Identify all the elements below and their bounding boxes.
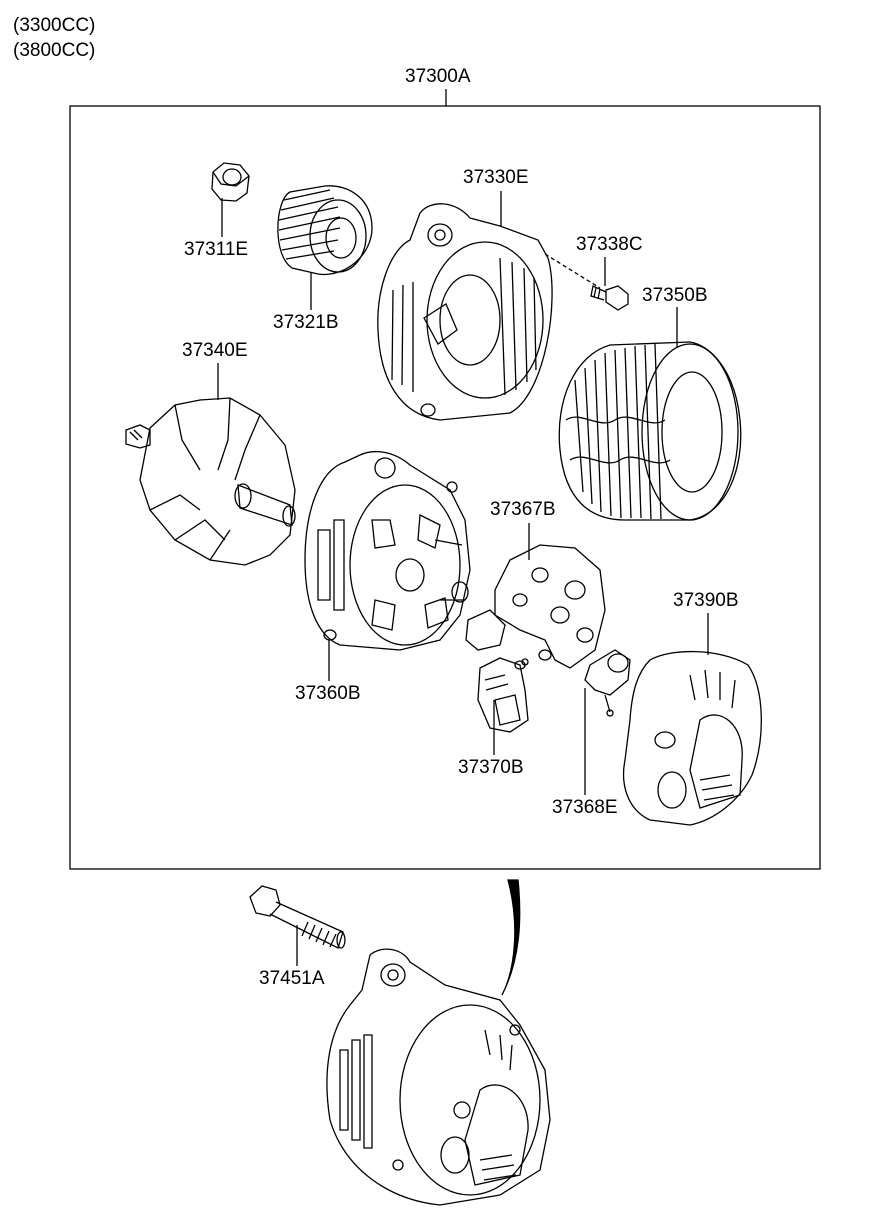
small-bolt-icon [590,285,629,311]
label-nut[interactable]: 37311E [184,239,249,260]
rotor-icon [125,397,296,566]
pulley-icon [277,185,373,276]
label-front-bracket[interactable]: 37330E [463,167,529,188]
label-regulator[interactable]: 37370B [458,757,524,778]
rectifier-icon [465,544,606,670]
label-through-bolt[interactable]: 37451A [259,968,325,989]
label-terminal-insulator[interactable]: 37368E [552,797,618,818]
engine-spec-3800: (3800CC) [13,40,96,61]
stator-icon [558,341,742,521]
engine-spec-3300: (3300CC) [13,15,96,36]
label-rear-cover[interactable]: 37390B [673,590,739,611]
assembled-alternator-icon [326,948,551,1206]
label-pulley[interactable]: 37321B [273,312,339,333]
terminal-insulator-icon [584,649,631,717]
assembly-label[interactable]: 37300A [405,66,471,87]
regulator-icon [477,657,529,733]
rear-cover-icon [622,650,762,826]
assembly-frame [69,105,821,870]
label-rectifier[interactable]: 37367B [490,499,556,520]
through-bolt-icon [249,885,346,949]
label-bolt-small[interactable]: 37338C [576,234,643,255]
front-bracket-icon [377,203,553,421]
assembly-dash-line [544,253,601,289]
assembly-arrow [501,879,521,996]
rear-bracket-icon [304,451,471,651]
label-rotor[interactable]: 37340E [182,340,248,361]
label-rear-bracket[interactable]: 37360B [295,683,361,704]
nut-icon [211,162,250,202]
label-stator[interactable]: 37350B [642,285,708,306]
leader-lines [217,191,709,966]
